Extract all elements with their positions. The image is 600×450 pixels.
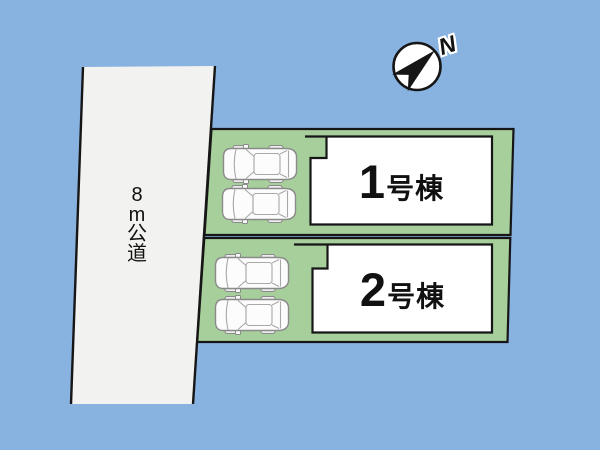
building-1-shape [305, 135, 494, 226]
compass-icon [392, 41, 442, 92]
car-icon-plot1-b [221, 183, 297, 225]
road-label: 8 m 公 道 [122, 184, 152, 265]
building-2-label: 2 号棟 [313, 245, 492, 333]
road-left-edge [69, 66, 85, 405]
building-2-suffix: 号棟 [387, 280, 446, 312]
building-1-suffix: 号棟 [386, 172, 445, 204]
car-icon-plot2-b [214, 294, 290, 336]
road-label-char: 公 [127, 223, 147, 245]
building-1-label-text: 1 号棟 [359, 154, 444, 209]
building-2-label-text: 2 号棟 [360, 262, 445, 317]
car-icon-plot1-a [222, 143, 298, 185]
road-shape [71, 66, 215, 404]
building-2-number: 2 [359, 262, 386, 316]
road-label-char: 8 [131, 184, 143, 206]
road-label-char: 道 [127, 242, 147, 265]
north-arrow-icon [392, 50, 436, 92]
building-2-shape [294, 243, 494, 334]
car-icon-plot2-a [214, 252, 290, 294]
building-1-label: 1 号棟 [311, 137, 492, 225]
road-label-char: m [128, 203, 146, 226]
building-1-number: 1 [358, 154, 385, 208]
